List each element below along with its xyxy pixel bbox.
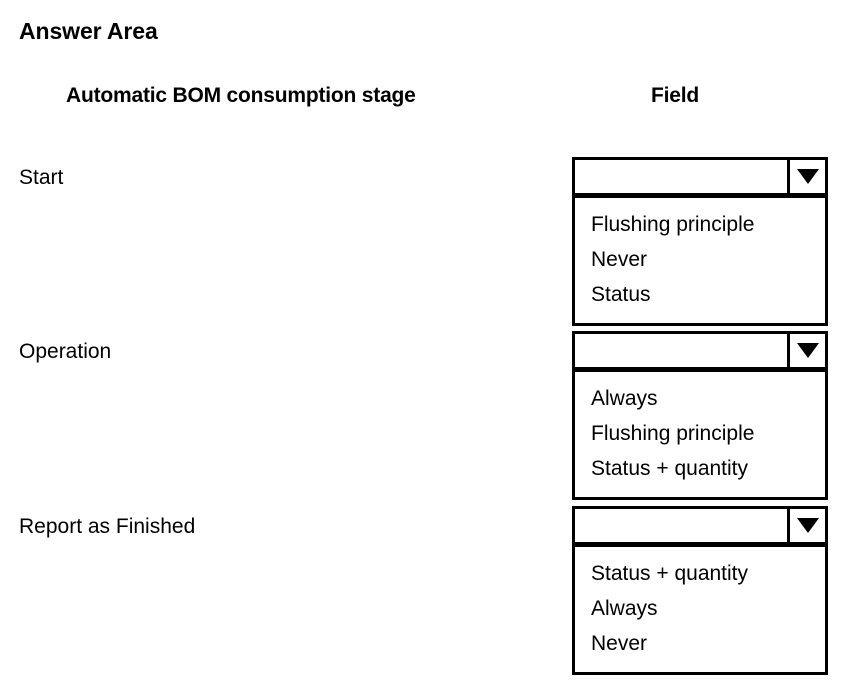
row-label-operation: Operation [19, 340, 112, 363]
row-label-start: Start [19, 166, 64, 189]
page-title: Answer Area [19, 18, 158, 44]
list-item[interactable]: Never [591, 632, 648, 655]
dropdown-start[interactable] [572, 157, 828, 196]
caret-shape [796, 518, 819, 533]
dropdown-group-report-as-finished: Status + quantity Always Never [572, 506, 828, 675]
chevron-down-icon[interactable] [787, 334, 825, 367]
dropdown-start-value[interactable] [575, 160, 787, 193]
caret-shape [796, 343, 819, 358]
dropdown-report-as-finished-value[interactable] [575, 509, 787, 542]
list-item[interactable]: Never [591, 248, 648, 271]
row-label-report-as-finished: Report as Finished [19, 515, 196, 538]
list-item[interactable]: Flushing principle [591, 213, 755, 236]
list-item[interactable]: Always [591, 387, 658, 410]
list-item[interactable]: Status [591, 283, 651, 306]
dropdown-start-listbox[interactable]: Flushing principle Never Status [572, 195, 828, 326]
dropdown-operation-listbox[interactable]: Always Flushing principle Status + quant… [572, 369, 828, 500]
chevron-down-icon[interactable] [787, 509, 825, 542]
list-item[interactable]: Status + quantity [591, 457, 749, 480]
chevron-down-icon[interactable] [787, 160, 825, 193]
dropdown-group-start: Flushing principle Never Status [572, 157, 828, 326]
list-item[interactable]: Flushing principle [591, 422, 755, 445]
column-header-field: Field [651, 84, 700, 107]
dropdown-report-as-finished-listbox[interactable]: Status + quantity Always Never [572, 544, 828, 675]
caret-shape [796, 169, 819, 184]
list-item[interactable]: Status + quantity [591, 562, 749, 585]
dropdown-operation[interactable] [572, 331, 828, 370]
dropdown-group-operation: Always Flushing principle Status + quant… [572, 331, 828, 500]
column-header-stage: Automatic BOM consumption stage [66, 84, 416, 107]
dropdown-operation-value[interactable] [575, 334, 787, 367]
dropdown-report-as-finished[interactable] [572, 506, 828, 545]
list-item[interactable]: Always [591, 597, 658, 620]
